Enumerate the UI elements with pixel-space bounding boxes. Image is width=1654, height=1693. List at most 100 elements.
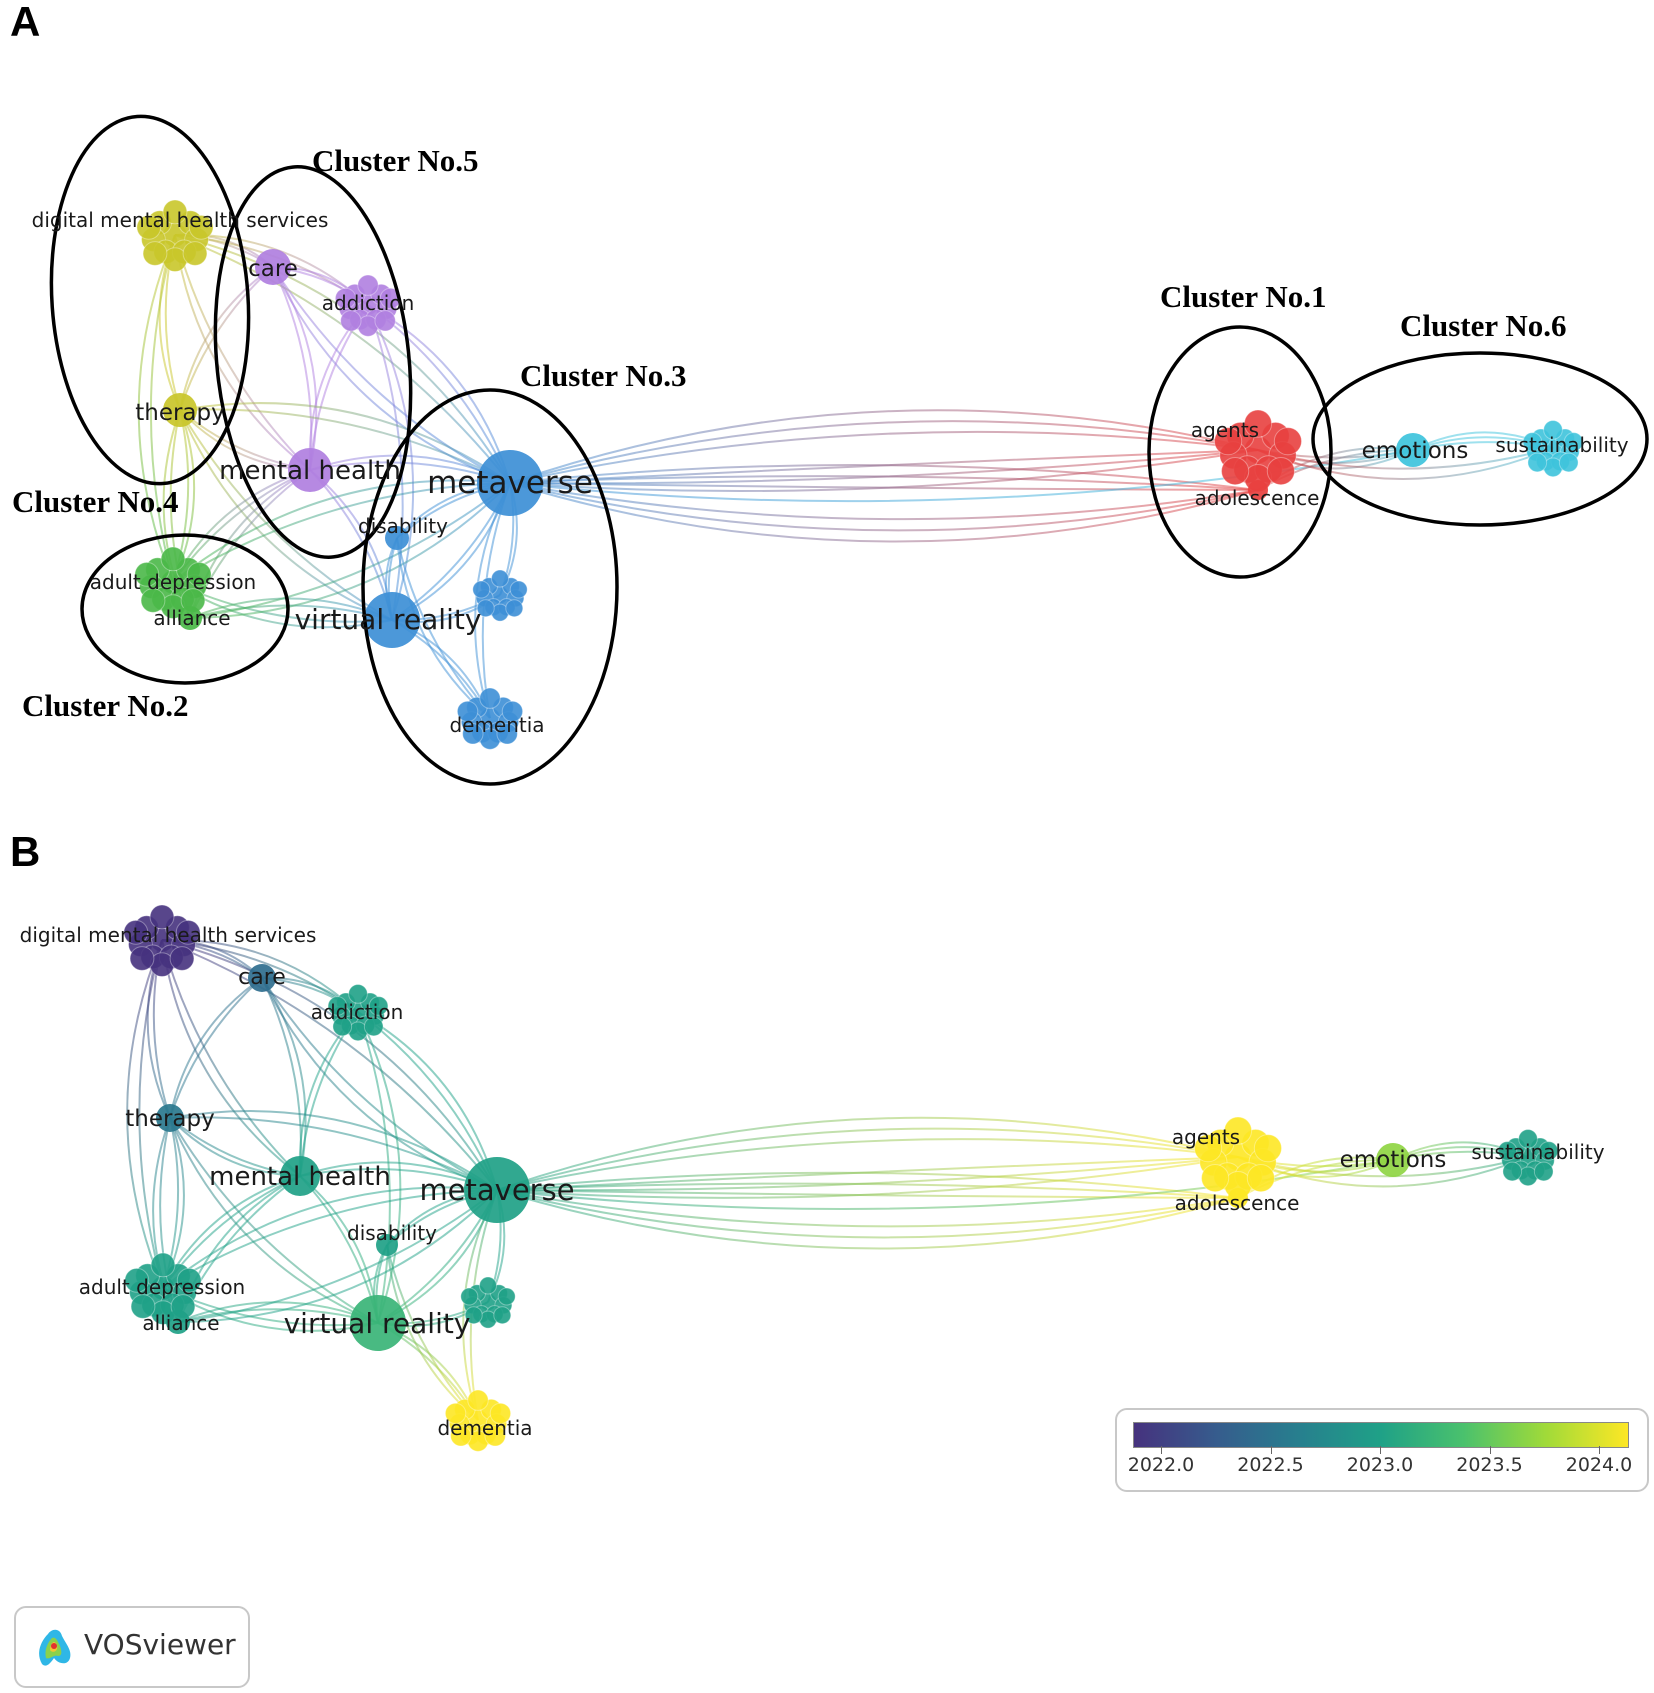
a-label-adult-depression: adult depression <box>90 570 256 594</box>
b-label-adolescence: adolescence <box>1175 1191 1300 1215</box>
a-node-adult-depression[interactable] <box>134 546 212 620</box>
a-edge <box>367 304 404 621</box>
a-node-alliance[interactable] <box>178 606 202 630</box>
a-node-mental-health[interactable] <box>288 448 332 492</box>
panel-a-letter: A <box>10 0 40 45</box>
b-label-dementia: dementia <box>437 1416 532 1440</box>
panel-a-cluster-outlines <box>49 114 1649 786</box>
b-edge <box>161 939 498 1191</box>
cluster-4-outline <box>49 114 251 486</box>
a-edge <box>172 482 511 583</box>
panel-a: A digital mental health servicescareaddi… <box>10 0 1649 786</box>
a-label-metaverse: metaverse <box>427 465 593 501</box>
b-node-sustainability[interactable] <box>1497 1129 1559 1187</box>
a-edge <box>179 266 274 411</box>
b-edge <box>357 1011 402 1324</box>
b-label-sustainability: sustainability <box>1471 1140 1604 1164</box>
a-edge <box>174 234 511 484</box>
b-label-agents: agents <box>1172 1125 1240 1149</box>
a-node-adolescence[interactable] <box>1248 480 1268 500</box>
a-node-emotions[interactable] <box>1396 433 1430 467</box>
a-node-therapy[interactable] <box>163 393 197 427</box>
cluster-3-outline <box>361 388 619 786</box>
b-edge <box>496 1189 1239 1228</box>
a-edge <box>179 409 393 621</box>
b-edge <box>261 977 307 1177</box>
b-node-addiction[interactable] <box>327 984 389 1042</box>
b-edge <box>496 1189 1239 1250</box>
legend-color-bar <box>1133 1422 1629 1448</box>
a-edge <box>179 402 511 484</box>
b-label-virtual-reality: virtual reality <box>284 1307 471 1340</box>
b-node-metaverse[interactable] <box>464 1157 530 1223</box>
b-node-agents[interactable] <box>1193 1116 1283 1200</box>
b-node-therapy[interactable] <box>156 1104 184 1132</box>
a-edge <box>179 409 393 621</box>
b-edge <box>138 939 164 1289</box>
b-edge <box>496 1127 1239 1191</box>
panel-b-node-labels: digital mental health servicescareaddict… <box>20 923 1605 1440</box>
panel-a-nodes <box>134 199 1584 750</box>
a-node-agents[interactable] <box>1213 409 1303 493</box>
b-edge <box>496 1116 1239 1191</box>
a-node-addiction[interactable] <box>334 274 402 337</box>
a-edge <box>137 234 176 583</box>
a-label-adolescence: adolescence <box>1195 486 1320 510</box>
a-node-disability[interactable] <box>385 526 409 550</box>
b-label-adult-depression: adult depression <box>79 1275 245 1299</box>
legend-tick-mark <box>1489 1446 1491 1454</box>
a-edge <box>172 479 511 583</box>
cluster-1-label: Cluster No.1 <box>1160 279 1326 314</box>
a-edge <box>272 266 318 471</box>
b-node-small-blue-node[interactable] <box>460 1276 516 1329</box>
b-edge <box>1237 1156 1529 1188</box>
a-node-small-blue-node[interactable] <box>472 569 528 622</box>
a-label-alliance: alliance <box>153 606 230 630</box>
b-node-adult-depression[interactable] <box>124 1252 202 1326</box>
legend-tick-label: 2023.0 <box>1346 1454 1414 1476</box>
b-label-care: care <box>238 965 286 990</box>
a-node-virtual-reality[interactable] <box>364 592 420 648</box>
cluster-2-label: Cluster No.2 <box>22 688 188 723</box>
a-node-metaverse[interactable] <box>477 450 543 516</box>
b-edge <box>496 1189 1239 1239</box>
a-edge <box>509 482 1259 521</box>
a-label-emotions: emotions <box>1362 438 1469 464</box>
a-edge <box>509 482 1259 543</box>
vosviewer-badge: VOSviewer <box>14 1606 250 1688</box>
b-node-care[interactable] <box>248 964 276 992</box>
b-edge <box>162 1186 498 1289</box>
b-edge <box>161 939 301 1177</box>
a-node-sustainability[interactable] <box>1522 420 1584 478</box>
b-node-digital-mental-health-services[interactable] <box>123 904 201 978</box>
a-label-mental-health: mental health <box>219 456 401 486</box>
b-edge <box>496 1138 1239 1191</box>
a-edge <box>174 234 311 471</box>
cluster-1-outline <box>1147 325 1333 579</box>
cluster-6-label: Cluster No.6 <box>1400 308 1566 343</box>
b-edge <box>162 1189 498 1289</box>
b-node-disability[interactable] <box>376 1234 398 1256</box>
b-node-emotions[interactable] <box>1376 1143 1410 1177</box>
a-node-digital-mental-health-services[interactable] <box>136 199 214 273</box>
b-node-alliance[interactable] <box>166 1310 190 1334</box>
a-node-dementia[interactable] <box>456 687 524 750</box>
a-label-dementia: dementia <box>449 713 544 737</box>
b-node-dementia[interactable] <box>444 1389 512 1452</box>
a-node-care[interactable] <box>255 249 291 285</box>
b-label-disability: disability <box>347 1221 437 1245</box>
a-edge <box>272 266 313 471</box>
vosviewer-logo-icon <box>39 1629 71 1666</box>
b-label-addiction: addiction <box>311 1000 404 1024</box>
b-node-virtual-reality[interactable] <box>350 1295 406 1351</box>
b-edge <box>126 939 164 1289</box>
b-edge <box>496 1182 1239 1199</box>
b-edge <box>177 1189 498 1323</box>
b-node-mental-health[interactable] <box>280 1156 320 1196</box>
a-label-addiction: addiction <box>322 291 415 315</box>
cluster-6-outline <box>1311 351 1649 527</box>
b-node-adolescence[interactable] <box>1228 1188 1248 1208</box>
a-label-care: care <box>248 256 298 282</box>
cluster-5-label: Cluster No.5 <box>312 143 478 178</box>
